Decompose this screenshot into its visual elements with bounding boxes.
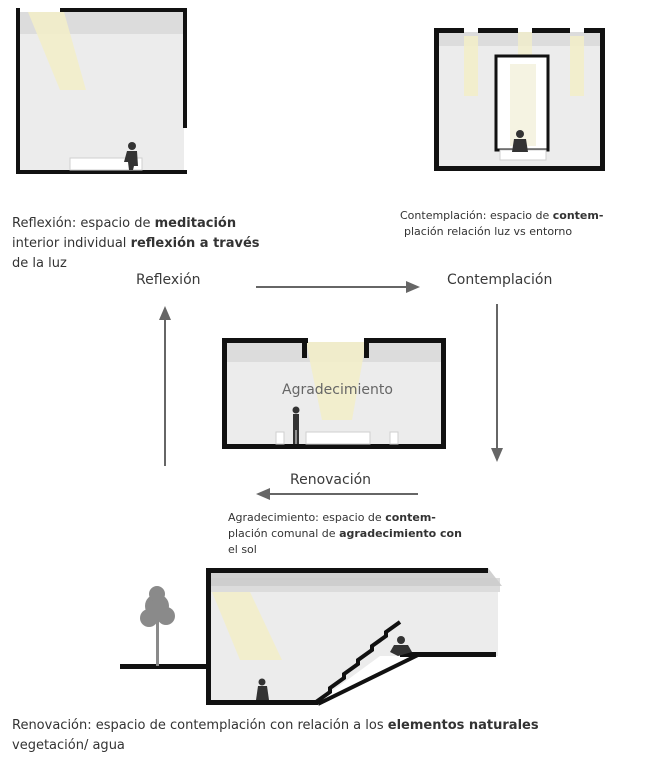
reflexion-section <box>16 8 187 174</box>
renovacion-label: Renovación <box>290 472 372 488</box>
reflexion-label: Reflexión <box>136 272 201 288</box>
reflexion-description: Reflexión: espacio de meditación interio… <box>12 216 260 271</box>
cycle-arrows <box>159 281 503 500</box>
renovacion-description: Renovación: espacio de contemplación con… <box>12 718 539 753</box>
agradecimiento-description: Agradecimiento: espacio de contem- placi… <box>228 511 462 556</box>
contemplacion-description: Contemplación: espacio de contem- plació… <box>400 209 604 238</box>
contemplacion-section <box>434 28 605 171</box>
renovacion-section <box>120 568 502 706</box>
person-figure <box>124 142 138 170</box>
tree-icon <box>140 586 175 666</box>
agradecimiento-label: Agradecimiento <box>282 382 393 398</box>
contemplacion-label: Contemplación <box>447 272 553 288</box>
agradecimiento-section <box>222 338 446 449</box>
